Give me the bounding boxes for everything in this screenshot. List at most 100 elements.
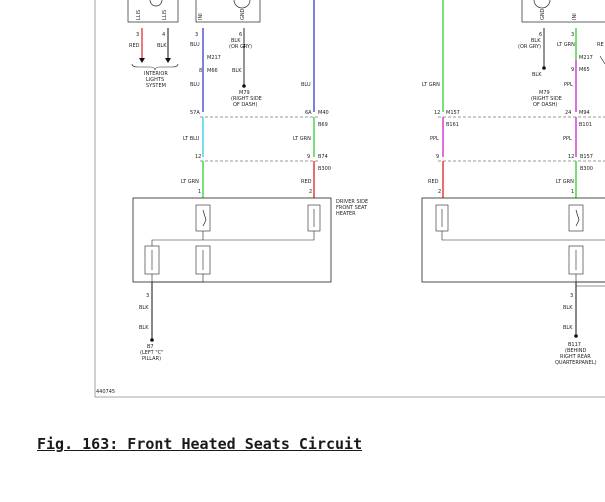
pin-number: 57A: [190, 110, 200, 116]
wire-label: LT BLU: [183, 136, 200, 142]
pin-number: 3: [570, 293, 573, 299]
wiring-diagram: 440745 LLIS LLIS INI GND 3 4 3 6 RED BLK…: [94, 0, 605, 398]
pin-label: INI: [572, 13, 578, 20]
ground-icon: [242, 84, 246, 88]
thermostat-switch-icon: [568, 204, 584, 232]
ground-icon: [574, 334, 578, 338]
thermostat-switch-icon: [195, 204, 211, 232]
ground-location: (LEFT "C": [140, 350, 163, 356]
ground-name: B7: [147, 344, 154, 350]
module-circle-icon: [149, 0, 163, 7]
internal-wire: [151, 274, 204, 283]
connector-label: M65: [579, 67, 590, 73]
pin-label: LLIS: [136, 10, 142, 20]
connector-label: B74: [318, 154, 328, 160]
switch-contact-icon: [202, 209, 207, 227]
right-circuit: GND INI 6 3 LT GRN BLK (OR GRY) BLK M79 …: [421, 0, 605, 366]
arrow-down-icon: [165, 58, 171, 63]
connector-label: M40: [318, 110, 329, 116]
wire-tick: [599, 55, 605, 65]
wire-label: BLK: [563, 305, 573, 311]
ground-location: OF DASH): [533, 102, 558, 108]
ground-location: (BEHIND: [565, 348, 587, 354]
pin-number: 12: [195, 154, 201, 160]
ground-name: M79: [539, 90, 550, 96]
pin-number: 4: [162, 32, 165, 38]
pin-number: 9: [571, 67, 574, 73]
pin-number: 3: [195, 32, 198, 38]
wire-label: PPL: [430, 136, 439, 142]
connector-label: B300: [580, 166, 593, 172]
connector-label: M94: [579, 110, 590, 116]
wire-label: PPL: [564, 82, 573, 88]
internal-wire: [575, 274, 605, 283]
seat-heat-module-right: [521, 0, 605, 23]
wire-label: BLK: [139, 305, 149, 311]
wire-label: RED: [129, 43, 140, 49]
ground-location: OF DASH): [233, 102, 258, 108]
pin-number: 3: [146, 293, 149, 299]
bracket-label: INTERIOR: [144, 71, 168, 77]
pin-number: 1: [198, 189, 201, 195]
ground-location: QUARTERPANEL): [555, 360, 597, 366]
wire-label: BLK: [139, 325, 149, 331]
wire-label: LT GRN: [293, 136, 311, 142]
connector-label: M66: [207, 68, 218, 74]
pin-number: 6: [539, 32, 542, 38]
ground-name: M79: [239, 90, 250, 96]
wire-label: RED: [301, 179, 312, 185]
wire-label: RE: [597, 42, 604, 48]
pin-number: 9: [436, 154, 439, 160]
pin-number: 2: [438, 189, 441, 195]
passenger-seat-heater-box: [421, 197, 605, 283]
figure-caption: Fig. 163: Front Heated Seats Circuit: [37, 435, 363, 453]
wire-label: RED: [428, 179, 439, 185]
pin-number: 9: [307, 154, 310, 160]
pin-label: GND: [540, 8, 546, 20]
pin-number: 6A: [305, 110, 312, 116]
ground-location: RIGHT REAR: [560, 354, 591, 360]
wire-label: LT GRN: [557, 42, 575, 48]
module-circle-icon: [533, 0, 551, 9]
switch-contact-icon: [575, 209, 580, 227]
seat-heat-module-left: [195, 0, 261, 23]
connector-label: B161: [446, 122, 459, 128]
bracket-label: LIGHTS: [146, 77, 164, 83]
wire-label: BLK: [231, 38, 241, 44]
ground-icon: [542, 66, 546, 70]
wire-label: BLK: [532, 72, 542, 78]
wire-label: BLK: [531, 38, 541, 44]
internal-wire: [203, 231, 315, 241]
ground-location: PILLAR): [142, 356, 161, 362]
wire-label: (OR GRY): [518, 44, 541, 50]
wire-label: BLK: [157, 43, 167, 49]
left-circuit: LLIS LLIS INI GND 3 4 3 6 RED BLK INTERI…: [127, 0, 368, 362]
wire-label: LT GRN: [422, 82, 440, 88]
pin-number: 1: [571, 189, 574, 195]
internal-wire: [441, 231, 605, 241]
interior-lights-module: [127, 0, 179, 23]
heater-label: DRIVER SIDE: [336, 199, 368, 205]
pin-number: 12: [434, 110, 440, 116]
pin-number: 6: [239, 32, 242, 38]
wire-label: LT GRN: [556, 179, 574, 185]
ground-name: B117: [568, 342, 581, 348]
module-circle-icon: [233, 0, 251, 9]
connector-label: M157: [446, 110, 460, 116]
pin-number: 12: [568, 154, 574, 160]
ground-location: (RIGHT SIDE: [531, 96, 562, 102]
connector-label: B300: [318, 166, 331, 172]
pin-number: 8: [199, 68, 202, 74]
bracket-brace: [131, 63, 179, 71]
pin-label: LLIS: [162, 10, 168, 20]
wire-label: BLK: [563, 325, 573, 331]
internal-wire: [151, 231, 204, 246]
ground-location: (RIGHT SIDE: [231, 96, 262, 102]
heater-label: HEATER: [336, 211, 356, 217]
ground-icon: [150, 338, 154, 342]
driver-seat-heater-box: [132, 197, 332, 283]
wire-label: LT GRN: [181, 179, 199, 185]
wire-label: BLU: [190, 42, 200, 48]
connector-label: M217: [579, 55, 593, 61]
wire-label: PPL: [563, 136, 572, 142]
